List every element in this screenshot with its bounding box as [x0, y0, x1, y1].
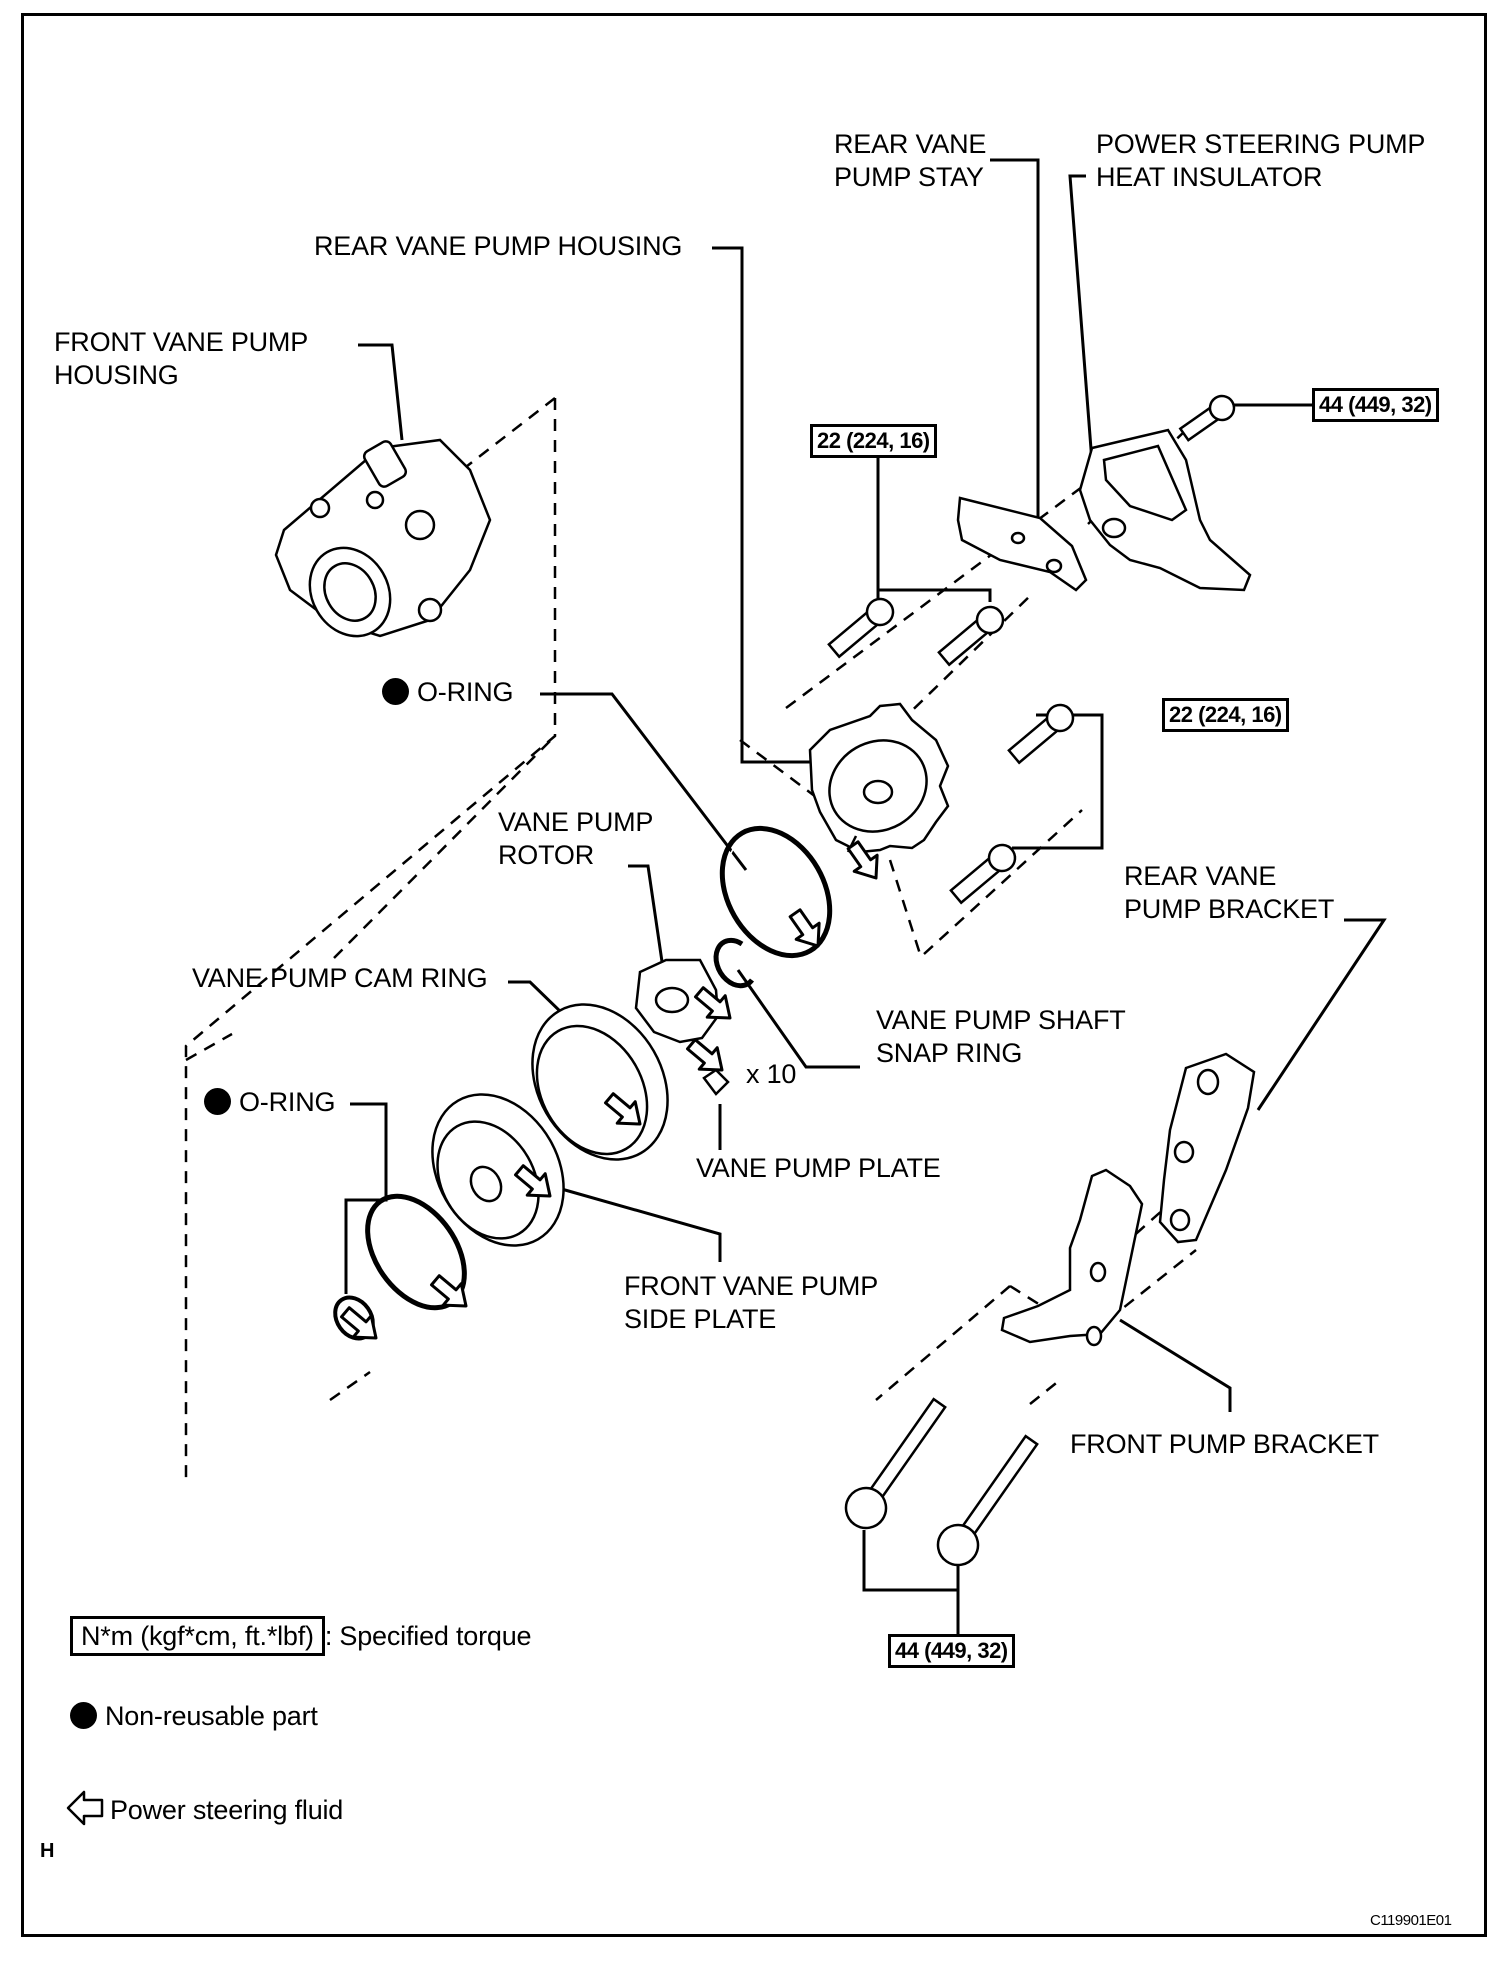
leader-oring-upper [540, 692, 748, 871]
label-o-ring-upper: O-RING [382, 676, 513, 709]
dash-bracket-2 [875, 1285, 1011, 1401]
figure-code: C119901E01 [1370, 1912, 1452, 1929]
leader-rear-housing [712, 246, 810, 764]
dash-front-housing-top [461, 397, 556, 471]
label-rear-vane-pump-stay: REAR VANE PUMP STAY [834, 129, 987, 192]
label-vane-pump-rotor: VANE PUMP ROTOR [498, 807, 654, 870]
bolt-stay-1 [827, 597, 895, 659]
front-vane-pump-housing [274, 438, 492, 638]
label-front-vane-pump-housing: FRONT VANE PUMP HOUSING [54, 327, 309, 390]
vane-plate [702, 1068, 730, 1096]
legend-torque-desc: : Specified torque [324, 1621, 532, 1651]
label-vane-pump-shaft-snap-ring: VANE PUMP SHAFT SNAP RING [876, 1005, 1126, 1068]
dash-bracket-1 [1009, 1284, 1094, 1332]
legend-non-reusable: Non-reusable part [70, 1700, 318, 1733]
dash-front-housing-box [184, 398, 557, 1480]
label-front-pump-bracket: FRONT PUMP BRACKET [1070, 1429, 1379, 1459]
legend-torque-units: N*m (kgf*cm, ft.*lbf) [70, 1616, 325, 1656]
torque-bracket-bolts: 44 (449, 32) [888, 1634, 1015, 1668]
vane-pump-rotor [634, 958, 720, 1044]
non-reusable-dot-icon [70, 1702, 97, 1729]
legend-torque: N*m (kgf*cm, ft.*lbf): Specified torque [70, 1616, 532, 1656]
legend-fluid-arrow-icon [66, 1790, 104, 1826]
dash-stay-2 [739, 593, 1033, 802]
torque-housing-bolts: 22 (224, 16) [1162, 698, 1289, 732]
leader-front-bracket [1119, 1318, 1232, 1412]
label-vane-plate-qty: x 10 [746, 1059, 797, 1089]
section-mark: H [40, 1840, 55, 1862]
label-heat-insulator: POWER STEERING PUMP HEAT INSULATOR [1096, 129, 1426, 192]
dash-housing-lower [888, 859, 922, 955]
bolt-housing-1 [1007, 703, 1075, 765]
label-o-ring-lower: O-RING [204, 1086, 335, 1119]
bolts [827, 394, 1236, 1567]
dash-lower [185, 1032, 233, 1062]
bolt-heat [1178, 394, 1236, 442]
leader-torque-stay [876, 458, 992, 602]
leader-rear-bracket [1256, 918, 1387, 1111]
leader-front-housing [358, 343, 404, 441]
legend-fluid: Power steering fluid [110, 1795, 344, 1825]
label-front-vane-pump-side-plate: FRONT VANE PUMP SIDE PLATE [624, 1271, 879, 1334]
diagram-frame [21, 13, 1487, 1937]
torque-heat-insulator-bolt: 44 (449, 32) [1312, 388, 1439, 422]
o-ring-upper [719, 825, 833, 959]
dash-bracket-4 [1107, 1249, 1197, 1321]
heat-insulator [1078, 428, 1252, 592]
label-rear-vane-pump-housing: REAR VANE PUMP HOUSING [314, 231, 683, 261]
dash-housing-bolt [923, 809, 1083, 955]
label-vane-pump-cam-ring: VANE PUMP CAM RING [192, 963, 488, 993]
snap-ring [713, 937, 755, 989]
leader-side-plate [557, 1186, 722, 1262]
dash-oring [329, 1370, 371, 1402]
leader-rear-stay [990, 158, 1040, 528]
leader-torque-bracket [862, 1530, 960, 1634]
leader-heat-insulator [1068, 174, 1094, 463]
leader-snap-ring [736, 969, 860, 1069]
front-pump-bracket [1000, 1168, 1144, 1347]
dash-bolt-2 [1029, 1379, 1061, 1405]
bolt-housing-2 [949, 843, 1017, 905]
torque-stay-bolts: 22 (224, 16) [810, 424, 937, 458]
dash-cam [333, 735, 556, 959]
non-reusable-dot-icon [382, 678, 409, 705]
rear-vane-pump-housing [808, 702, 950, 854]
bolt-stay-2 [937, 605, 1005, 667]
fluid-arrow-icon [334, 1300, 387, 1351]
bolt-bracket-2 [936, 1434, 1039, 1567]
bolt-bracket-1 [844, 1397, 947, 1530]
rear-vane-pump-stay [956, 496, 1088, 592]
label-rear-vane-pump-bracket: REAR VANE PUMP BRACKET [1124, 861, 1335, 924]
front-vane-pump-side-plate [431, 1093, 565, 1247]
leader-torque-housing [1012, 713, 1104, 850]
label-vane-pump-plate: VANE PUMP PLATE [696, 1153, 941, 1183]
non-reusable-dot-icon [204, 1088, 231, 1115]
rear-vane-pump-bracket [1158, 1052, 1256, 1244]
